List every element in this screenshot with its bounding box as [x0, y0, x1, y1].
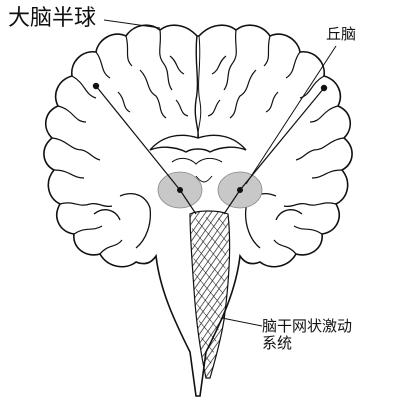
ras-label-line1: 脑干网状激动: [262, 318, 352, 335]
cerebral-hemisphere-label: 大脑半球: [8, 6, 96, 31]
hemisphere-leader-line: [104, 20, 160, 28]
reticular-activating-system-label: 脑干网状激动 系统: [262, 318, 352, 353]
thalamus-label: 丘脑: [326, 26, 356, 43]
ras-leader-line: [222, 318, 262, 326]
ras-label-line2: 系统: [262, 335, 352, 352]
